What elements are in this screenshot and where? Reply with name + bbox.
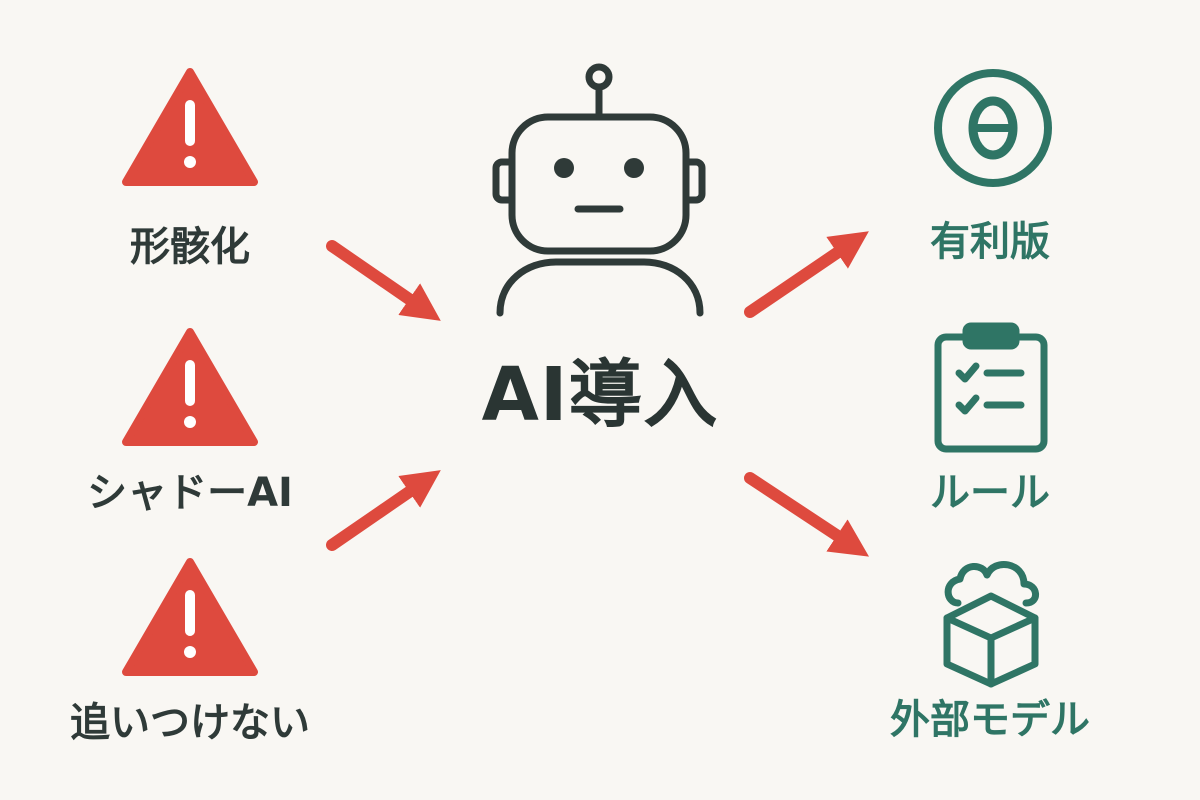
robot-icon — [492, 63, 706, 317]
solution-label-external-model: 外部モデル — [890, 697, 1090, 743]
solution-label-paid-version: 有利版 — [930, 219, 1050, 265]
risk-label-formality: 形骸化 — [130, 224, 250, 270]
risk-label-cannot-keep-up: 追いつけない — [70, 700, 310, 746]
arrow-risk-to-center-top — [326, 240, 441, 321]
warning-icon — [122, 68, 258, 186]
clipboard-checklist-icon — [934, 322, 1048, 453]
arrow-risk-to-center-bottom — [326, 470, 441, 551]
cloud-box-icon — [943, 561, 1039, 688]
warning-icon — [122, 558, 258, 676]
arrow-center-to-solution-bottom — [744, 472, 870, 557]
coin-icon — [934, 69, 1052, 187]
risk-label-shadow-ai: シャドーAI — [87, 470, 293, 516]
warning-icon — [122, 328, 258, 446]
arrow-center-to-solution-top — [744, 231, 869, 318]
solution-label-rules: ルール — [930, 470, 1050, 516]
center-label-ai-adoption: AI導入 — [481, 352, 719, 438]
